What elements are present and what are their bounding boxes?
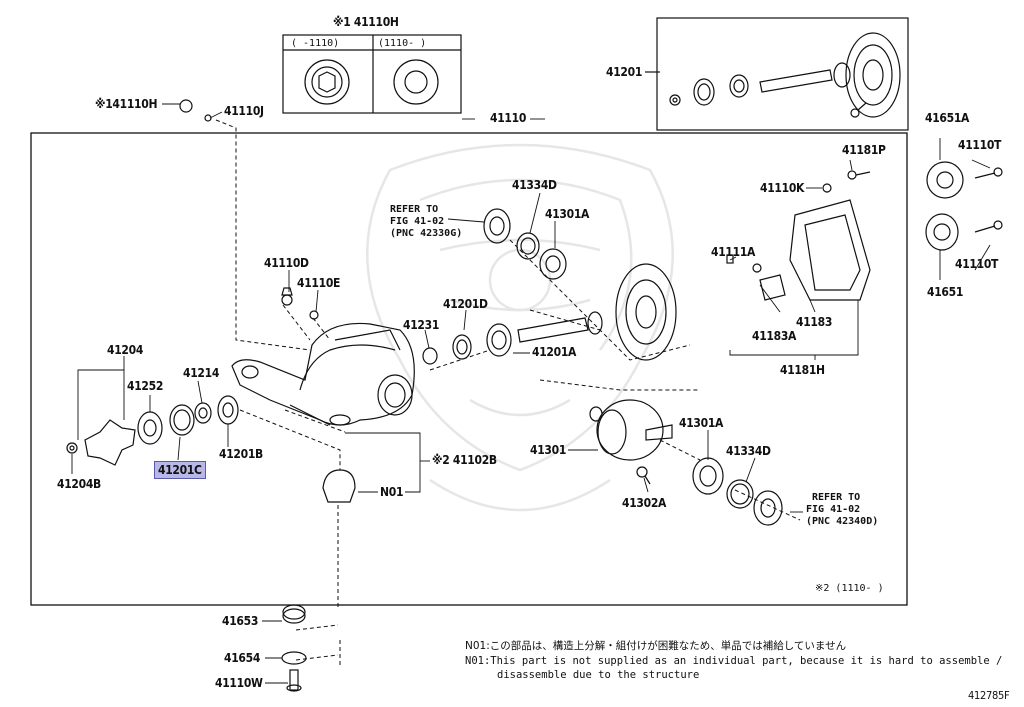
label-41201C-highlighted[interactable]: 41201C — [154, 461, 206, 479]
footnote-variant: ※2 (1110- ) — [815, 583, 884, 594]
label-41302A[interactable]: 41302A — [622, 496, 667, 510]
label-N01[interactable]: N01 — [380, 485, 404, 499]
variant-col1-label: ( -1110) — [291, 38, 340, 49]
label-41334D-top[interactable]: 41334D — [512, 178, 557, 192]
label-41183[interactable]: 41183 — [796, 315, 833, 329]
label-41110T-upper[interactable]: 41110T — [958, 138, 1002, 152]
label-41201[interactable]: 41201 — [606, 65, 643, 79]
label-41110W[interactable]: 41110W — [215, 676, 263, 690]
label-41111A[interactable]: 41111A — [711, 245, 756, 259]
refer-top-line1: REFER TO — [390, 204, 439, 215]
refer-top-line3: (PNC 42330G) — [390, 228, 463, 239]
diagram-code: 412785F — [968, 689, 1010, 702]
label-41214[interactable]: 41214 — [183, 366, 220, 380]
diff-carrier — [231, 322, 415, 426]
label-41102B[interactable]: ※2 41102B — [432, 453, 497, 467]
label-41301A-bottom[interactable]: 41301A — [679, 416, 724, 430]
label-41110[interactable]: 41110 — [490, 111, 527, 125]
label-41651[interactable]: 41651 — [927, 285, 964, 299]
label-41201D[interactable]: 41201D — [443, 297, 488, 311]
label-41204[interactable]: 41204 — [107, 343, 144, 357]
label-41334D-bottom[interactable]: 41334D — [726, 444, 771, 458]
guide-lines — [215, 119, 801, 665]
label-41110H[interactable]: ※141110H — [95, 97, 158, 111]
label-41651A[interactable]: 41651A — [925, 111, 970, 125]
variant-col2-label: (1110- ) — [378, 38, 427, 49]
label-41653[interactable]: 41653 — [222, 614, 259, 628]
variant-part-label: ※1 41110H — [333, 15, 399, 29]
refer-to-right: REFER TO FIG 41-02 (PNC 42340D) — [806, 492, 878, 528]
label-41301[interactable]: 41301 — [530, 443, 567, 457]
bearing-set-top — [483, 208, 567, 280]
flange-parts — [66, 395, 239, 466]
label-41204B[interactable]: 41204B — [57, 477, 101, 491]
label-41181P[interactable]: 41181P — [842, 143, 886, 157]
note-english-line1: N01:This part is not supplied as an indi… — [465, 655, 1003, 667]
note-japanese: N01:この部品は、構造上分解・組付けが困難なため、単品では補給していません — [465, 640, 847, 652]
label-41110T-lower[interactable]: 41110T — [955, 257, 999, 271]
mount-parts-right — [925, 161, 1003, 251]
label-41183A[interactable]: 41183A — [752, 329, 797, 343]
pinion-parts — [281, 263, 677, 365]
refer-right-line3: (PNC 42340D) — [806, 516, 879, 527]
label-41231[interactable]: 41231 — [403, 318, 440, 332]
label-41201A[interactable]: 41201A — [532, 345, 577, 359]
diff-case — [589, 399, 783, 526]
label-41301A-top[interactable]: 41301A — [545, 207, 590, 221]
refer-right-line2[interactable]: FIG 41-02 — [806, 504, 861, 515]
label-41654[interactable]: 41654 — [224, 651, 261, 665]
label-41110E[interactable]: 41110E — [297, 276, 341, 290]
assembly-frame — [30, 132, 908, 606]
refer-to-top: REFER TO FIG 41-02 (PNC 42330G) — [390, 204, 462, 240]
refer-right-line1: REFER TO — [812, 492, 861, 503]
note-english-line2: disassemble due to the structure — [497, 669, 700, 681]
label-41201B[interactable]: 41201B — [219, 447, 263, 461]
label-41110K[interactable]: 41110K — [760, 181, 805, 195]
rear-cover — [726, 170, 871, 301]
variant-box — [282, 34, 462, 114]
label-41252[interactable]: 41252 — [127, 379, 164, 393]
leader-lines — [71, 103, 991, 684]
ring-pinion-box — [645, 17, 909, 131]
label-41110J[interactable]: 41110J — [224, 104, 264, 118]
mount-parts-lower — [179, 99, 356, 692]
label-41181H[interactable]: 41181H — [780, 363, 825, 377]
refer-top-line2[interactable]: FIG 41-02 — [390, 216, 445, 227]
label-41110D[interactable]: 41110D — [264, 256, 309, 270]
